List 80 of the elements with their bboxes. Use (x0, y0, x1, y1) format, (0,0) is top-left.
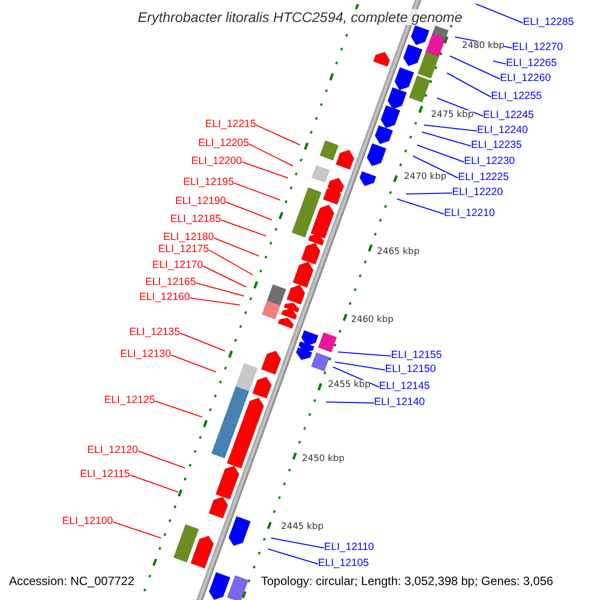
scale-label: 2470 kbp (404, 172, 446, 182)
gene-label: ELI_12180 (163, 230, 214, 244)
leader-line (476, 4, 524, 24)
leader-line (170, 354, 216, 372)
gene-label: ELI_12130 (120, 347, 171, 361)
leader-line (242, 162, 288, 178)
gene-label: ELI_12200 (191, 154, 242, 168)
gene-label: ELI_12210 (444, 206, 495, 220)
genome-info-text: Accession: NC_007722 (9, 574, 134, 589)
gene-label: ELI_12110 (324, 540, 374, 554)
leader-line (112, 522, 162, 538)
leader-line (412, 156, 458, 178)
gene-label: ELI_12225 (458, 170, 509, 184)
leader-line (138, 450, 186, 468)
title: Erythrobacter litoralis HTCC2594, complete genome (136, 9, 464, 25)
leader-line (326, 402, 374, 404)
leader-line (234, 182, 280, 200)
leader-line (422, 132, 472, 146)
scale-label: 2450 kbp (302, 454, 344, 464)
scale-label: 2465 kbp (377, 247, 420, 257)
leader-line (226, 202, 272, 220)
leader-line (202, 266, 246, 288)
leader-line (214, 238, 260, 256)
gene-label: ELI_12215 (205, 117, 256, 131)
gene-label: ELI_12205 (198, 136, 249, 150)
scale-label: 2460 kbp (351, 315, 394, 325)
gene-label: ELI_12100 (62, 514, 113, 528)
gene-label: ELI_12245 (483, 108, 534, 122)
leader-line (268, 548, 318, 564)
gene-label: ELI_12160 (139, 290, 190, 304)
leader-line (334, 362, 386, 370)
leader-line (332, 366, 380, 388)
leader-line (130, 474, 178, 492)
gene-label: ELI_12140 (374, 395, 425, 409)
gene-label: ELI_12175 (158, 242, 209, 256)
gene-label: ELI_12125 (104, 393, 155, 407)
gene-label: ELI_12195 (183, 175, 234, 189)
scale-label: 2475 kbp (431, 110, 474, 120)
leader-line (196, 282, 244, 296)
leader-line (436, 98, 484, 116)
leader-line (338, 352, 392, 356)
scale-label: 2480 kbp (462, 41, 504, 51)
leader-line (180, 332, 226, 352)
gene-label: ELI_12285 (523, 15, 574, 29)
gene-label: ELI_12220 (452, 185, 503, 199)
gene-label: ELI_12120 (87, 443, 138, 457)
gene-label: ELI_12190 (175, 194, 226, 208)
scale-label: 2445 kbp (281, 522, 324, 532)
leader-line (220, 220, 266, 236)
gene-label: ELI_12105 (318, 556, 369, 570)
leader-line (190, 298, 240, 306)
gene-label: ELI_12185 (170, 212, 221, 226)
leader-line (416, 144, 464, 162)
gene-label: ELI_12165 (145, 275, 196, 289)
gene-label: ELI_12115 (80, 467, 130, 481)
gene-label: ELI_12230 (464, 154, 515, 168)
gene-label: ELI_12170 (152, 258, 203, 272)
gene-label: ELI_12270 (512, 40, 563, 54)
gene-label: ELI_12255 (491, 89, 542, 103)
gene-label: ELI_12235 (471, 138, 522, 152)
gene-label: ELI_12240 (477, 123, 528, 137)
gene-label: ELI_12265 (506, 56, 557, 70)
scale-label: 2455 kbp (328, 380, 370, 390)
leader-line (424, 124, 478, 132)
gene-label: ELI_12135 (129, 325, 180, 339)
leader-line (256, 124, 300, 146)
leader-line (208, 250, 254, 276)
gene-label: ELI_12155 (391, 348, 442, 362)
leader-line (270, 538, 324, 548)
gene-label: ELI_12145 (379, 379, 430, 393)
gene-label: ELI_12150 (385, 362, 436, 376)
leader-line (396, 198, 444, 214)
leader-line (248, 144, 294, 166)
leader-line (492, 60, 506, 64)
leader-line (154, 400, 202, 418)
genome-info-text: Topology: circular; Length: 3,052,398 bp; Genes: 3,056 (261, 574, 554, 589)
leader-line (406, 192, 452, 194)
gene-label: ELI_12260 (500, 71, 551, 85)
leader-line (450, 56, 500, 80)
leader-line (446, 72, 492, 98)
